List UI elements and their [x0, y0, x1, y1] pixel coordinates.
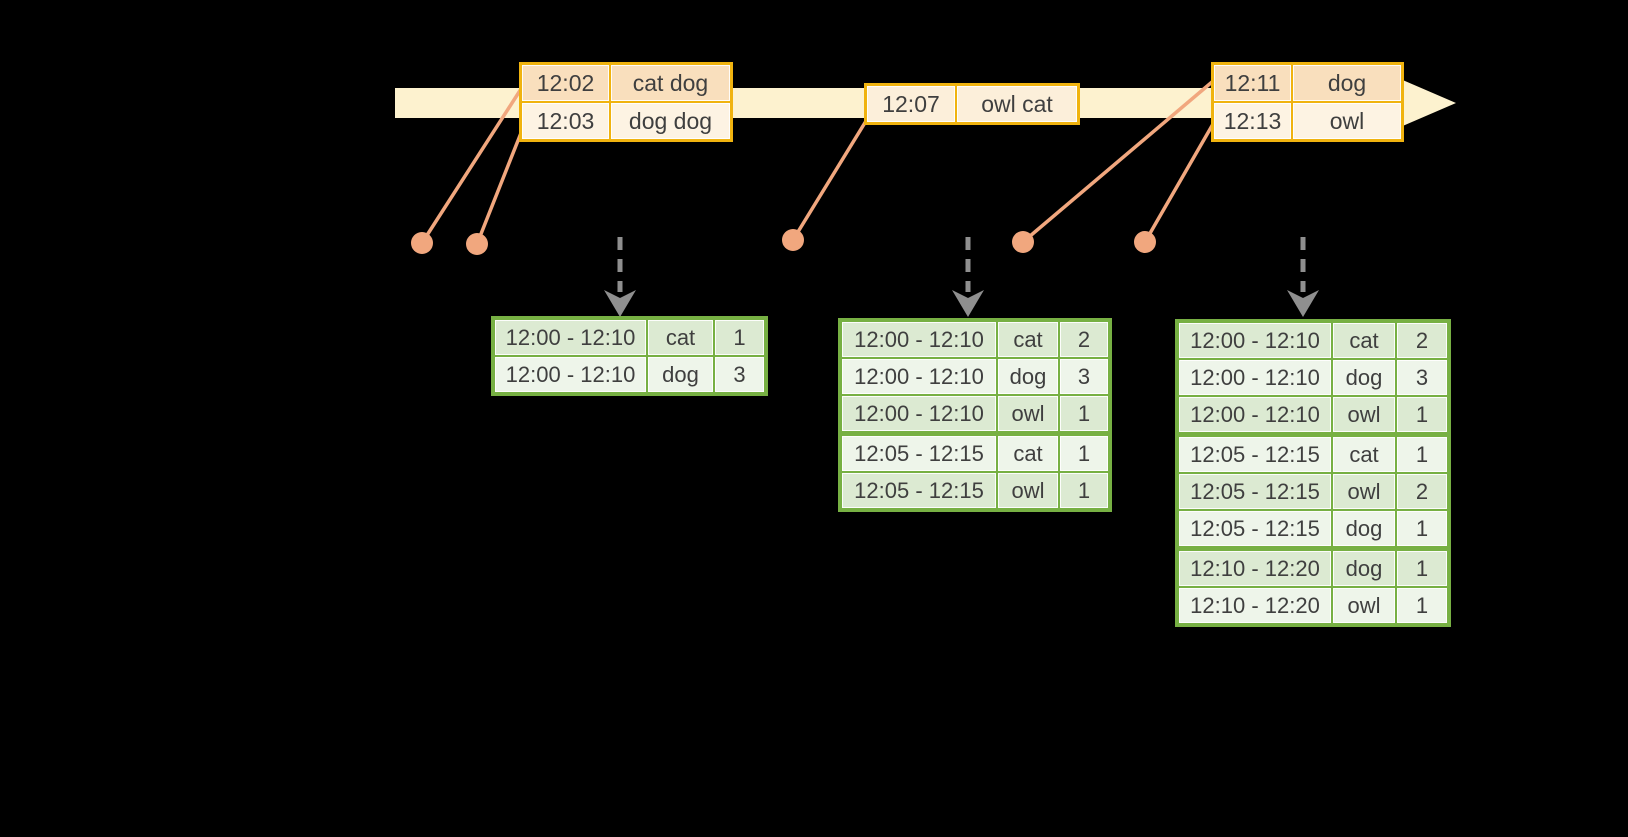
event-leader-lines [420, 80, 1215, 245]
trigger-arrow-head-icon [1287, 290, 1319, 317]
leader-line-1207 [791, 120, 868, 241]
table-cell: cat [1331, 432, 1397, 474]
table-cell: owl [996, 471, 1060, 511]
table-cell: 12:05 - 12:15 [839, 471, 998, 511]
table-cell: 1 [1395, 586, 1450, 626]
event-marker-dot-icon [411, 232, 433, 254]
table-cell: 1 [1395, 432, 1450, 474]
table-cell: 12:07 [864, 83, 957, 125]
table-cell: 12:00 - 12:10 [839, 319, 998, 359]
table-cell: 3 [1395, 358, 1450, 397]
table-cell: 2 [1395, 472, 1450, 511]
table-cell: dog dog [609, 101, 733, 142]
table-cell: cat [996, 319, 1060, 359]
event-marker-dot-icon [782, 229, 804, 251]
table-cell: 1 [1395, 395, 1450, 436]
table-cell: owl [1331, 586, 1397, 626]
leader-line-1203 [475, 132, 523, 245]
table-cell: 12:05 - 12:15 [1176, 432, 1333, 474]
trigger-arrow-head-icon [952, 290, 984, 317]
table-cell: 2 [1058, 319, 1111, 359]
table-cell: dog [1331, 509, 1397, 550]
table-cell: 12:00 - 12:10 [492, 317, 648, 357]
table-cell: 12:10 - 12:20 [1176, 586, 1333, 626]
table-cell: 12:05 - 12:15 [839, 431, 998, 473]
table-cell: 1 [1058, 471, 1111, 511]
table-cell: 1 [1395, 509, 1450, 550]
table-cell: 12:05 - 12:15 [1176, 509, 1333, 550]
table-cell: cat [996, 431, 1060, 473]
table-cell: 1 [1395, 546, 1450, 588]
table-cell: 2 [1395, 320, 1450, 360]
event-marker-dot-icon [466, 233, 488, 255]
table-cell: 12:00 - 12:10 [492, 355, 648, 395]
table-cell: dog [646, 355, 715, 395]
trigger-arrows [604, 237, 1319, 317]
table-cell: 3 [1058, 357, 1111, 396]
leader-line-1211 [1021, 80, 1214, 244]
table-cell: 1 [713, 317, 767, 357]
table-cell: 1 [1058, 394, 1111, 435]
table-cell: 1 [1058, 431, 1111, 473]
table-cell: 12:00 - 12:10 [1176, 358, 1333, 397]
leader-line-1202 [420, 88, 523, 244]
table-cell: dog [1291, 62, 1404, 103]
table-cell: 12:13 [1211, 101, 1293, 142]
table-cell: dog [1331, 546, 1397, 588]
table-cell: 12:00 - 12:10 [839, 357, 998, 396]
table-cell: owl cat [955, 83, 1080, 125]
table-cell: 3 [713, 355, 767, 395]
table-cell: owl [1331, 472, 1397, 511]
table-cell: cat dog [609, 62, 733, 103]
table-cell: 12:05 - 12:15 [1176, 472, 1333, 511]
table-cell: 12:00 - 12:10 [1176, 395, 1333, 436]
table-cell: 12:11 [1211, 62, 1293, 103]
table-cell: 12:00 - 12:10 [839, 394, 998, 435]
table-cell: dog [996, 357, 1060, 396]
table-cell: cat [646, 317, 715, 357]
table-cell: 12:00 - 12:10 [1176, 320, 1333, 360]
trigger-arrow-head-icon [604, 290, 636, 317]
event-marker-dot-icon [1012, 231, 1034, 253]
table-cell: 12:03 [519, 101, 611, 142]
event-markers [411, 229, 1156, 255]
table-cell: 12:02 [519, 62, 611, 103]
table-cell: owl [1331, 395, 1397, 436]
table-cell: 12:10 - 12:20 [1176, 546, 1333, 588]
event-marker-dot-icon [1134, 231, 1156, 253]
leader-line-1213 [1143, 123, 1215, 243]
timeline-arrow-icon [1398, 78, 1456, 128]
table-cell: owl [996, 394, 1060, 435]
table-cell: cat [1331, 320, 1397, 360]
table-cell: dog [1331, 358, 1397, 397]
table-cell: owl [1291, 101, 1404, 142]
